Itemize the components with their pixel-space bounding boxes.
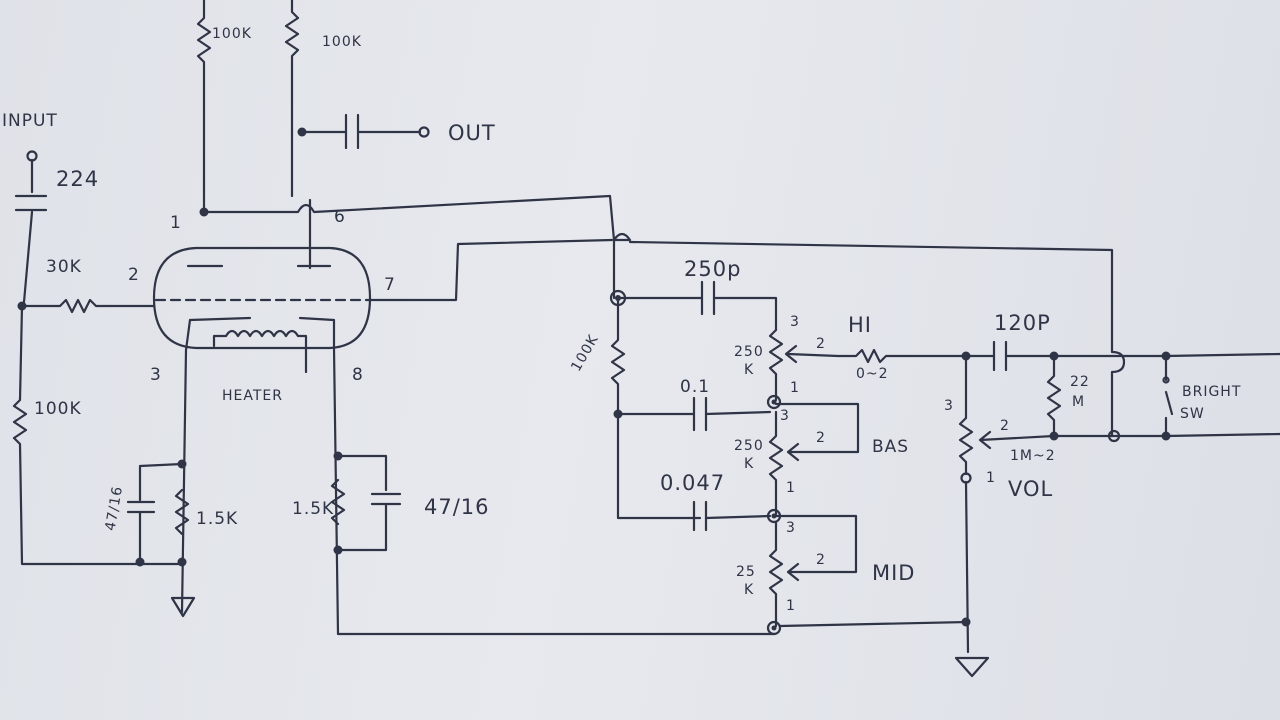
mid-capacitor (692, 500, 772, 532)
resistor-22m-label: 22 (1070, 374, 1090, 390)
output-terminal (418, 126, 430, 138)
treble-pot-unit: K (744, 362, 754, 378)
treble-pot-label: 250 (734, 344, 764, 360)
bright-cap-label: 120P (994, 311, 1051, 335)
treble-cap-label: 250p (684, 257, 741, 281)
mid-pin-1-label: 1 (786, 598, 796, 614)
output-capacitor (300, 113, 422, 150)
bass-pin-1-label: 1 (786, 480, 796, 496)
cathode-resistor-2-label: 1.5K (292, 499, 334, 519)
bass-pot-label: 250 (734, 438, 764, 454)
hi-resistor (836, 348, 970, 364)
junction-dot (333, 451, 343, 461)
bass-pin-3-label: 3 (780, 408, 790, 424)
cathode-resistor-1 (174, 488, 190, 536)
bright-capacitor (966, 340, 1280, 372)
vol-pin-2-label: 2 (1000, 418, 1010, 434)
bypass-cap-2-label: 47/16 (424, 495, 490, 519)
junction-dot (333, 545, 343, 555)
hi-label: HI (848, 313, 872, 337)
cathode-bypass-cap-2 (336, 454, 402, 552)
input-cap-label: 224 (56, 167, 99, 191)
pin-6-label: 6 (334, 207, 346, 227)
treble-capacitor (616, 280, 778, 332)
plate-resistor-1 (196, 0, 212, 214)
output-label: OUT (448, 121, 496, 145)
bass-cap-label: 0.1 (680, 377, 710, 397)
junction-node (1107, 429, 1121, 443)
plate-resistor-2-label: 100K (322, 34, 362, 50)
bass-pot-unit: K (744, 456, 754, 472)
treble-pot (768, 328, 840, 402)
pin-8-label: 8 (352, 365, 364, 385)
junction-dot (961, 617, 971, 627)
cathode-resistor-1-label: 1.5K (196, 509, 238, 529)
plate-resistor-2 (284, 0, 300, 198)
mid-pot (768, 514, 858, 628)
mid-pot-unit: K (744, 582, 754, 598)
bright-label: BRIGHT (1182, 384, 1241, 400)
tone-stack-node (766, 394, 782, 410)
junction-dot (297, 127, 307, 137)
treble-pin-3-label: 3 (790, 314, 800, 330)
ground-node (766, 620, 782, 636)
resistor-22m-unit: M (1072, 394, 1085, 410)
pin-2-label: 2 (128, 265, 140, 285)
cathode-bypass-cap-1 (126, 462, 184, 564)
ground-symbol-2 (954, 656, 990, 678)
bright-switch (1162, 354, 1174, 438)
stack-resistor (610, 296, 702, 520)
junction-dot (177, 459, 187, 469)
plate-resistor-1-label: 100K (212, 26, 252, 42)
junction-dot (177, 557, 187, 567)
input-capacitor (14, 158, 48, 304)
junction-dot (135, 557, 145, 567)
mid-cap-label: 0.047 (660, 471, 725, 495)
pin-7-label: 7 (384, 275, 396, 295)
mid-pin-3-label: 3 (786, 520, 796, 536)
bass-pin-2-label: 2 (816, 430, 826, 446)
grid-resistor (20, 298, 156, 314)
vol-sub-label: 1M~2 (1010, 448, 1056, 464)
mid-pot-label: 25 (736, 564, 756, 580)
mid-pin-2-label: 2 (816, 552, 826, 568)
vacuum-tube (152, 246, 372, 374)
resistor-22m (1046, 354, 1280, 438)
heater-label: HEATER (222, 388, 283, 404)
bypass-cap-1-label: 47/16 (103, 485, 127, 532)
bass-pot (768, 402, 860, 516)
hi-sub-label: 0~2 (856, 366, 889, 382)
grid-leak-resistor (12, 304, 184, 566)
pin-1-label: 1 (170, 213, 182, 233)
bass-label: BAS (872, 437, 909, 457)
pin-3-label: 3 (150, 365, 162, 385)
volume-pot (958, 354, 1056, 476)
grid-resistor-label: 30K (46, 257, 82, 277)
stack-resistor-label: 100K (568, 332, 602, 375)
vol-pin-3-label: 3 (944, 398, 954, 414)
input-label: INPUT (2, 111, 58, 131)
grid-leak-label: 100K (34, 399, 82, 419)
cathode-resistor-2 (330, 478, 346, 526)
ground-symbol-1 (170, 596, 196, 618)
bass-capacitor (616, 396, 772, 432)
junction-dot (199, 207, 209, 217)
input-terminal (26, 150, 38, 162)
vol-label: VOL (1008, 477, 1053, 501)
switch-label: SW (1180, 406, 1205, 422)
vol-pin-1-label: 1 (986, 470, 996, 486)
junction-dot (1049, 431, 1059, 441)
treble-pin-2-label: 2 (816, 336, 826, 352)
mid-label: MID (872, 561, 915, 585)
treble-pin-1-label: 1 (790, 380, 800, 396)
